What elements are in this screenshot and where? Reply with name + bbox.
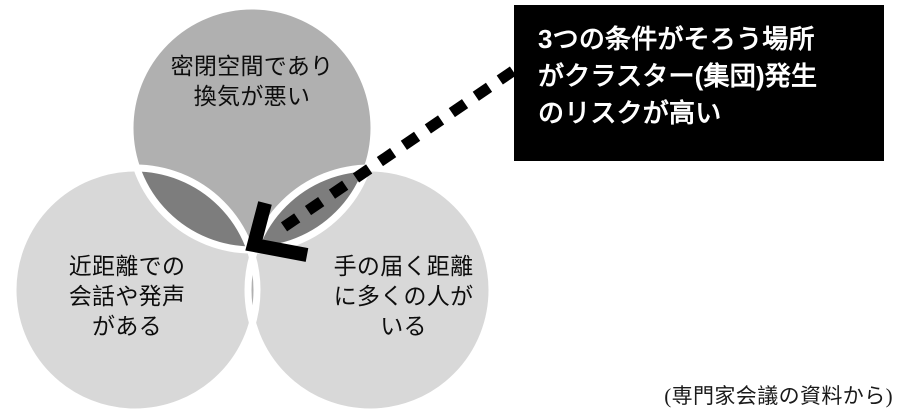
source-caption: (専門家会議の資料から): [664, 384, 893, 408]
callout-box[interactable]: 3つの条件がそろう場所 がクラスター(集団)発生 のリスクが高い: [514, 5, 884, 161]
venn-label-bottom-right: 手の届く距離 に多くの人が いる: [333, 253, 474, 339]
callout-text: 3つの条件がそろう場所 がクラスター(集団)発生 のリスクが高い: [538, 24, 818, 128]
venn-label-bottom-left: 近距離での 会話や発声 がある: [68, 253, 186, 339]
venn-stroke-bottom-left: [9, 164, 261, 416]
venn-label-top: 密閉空間であり 換気が悪い: [170, 53, 334, 109]
venn-diagram: 密閉空間であり 換気が悪い 近距離での 会話や発声 がある 手の届く距離 に多く…: [9, 6, 492, 416]
venn-overlap-top-left: [130, 168, 257, 250]
